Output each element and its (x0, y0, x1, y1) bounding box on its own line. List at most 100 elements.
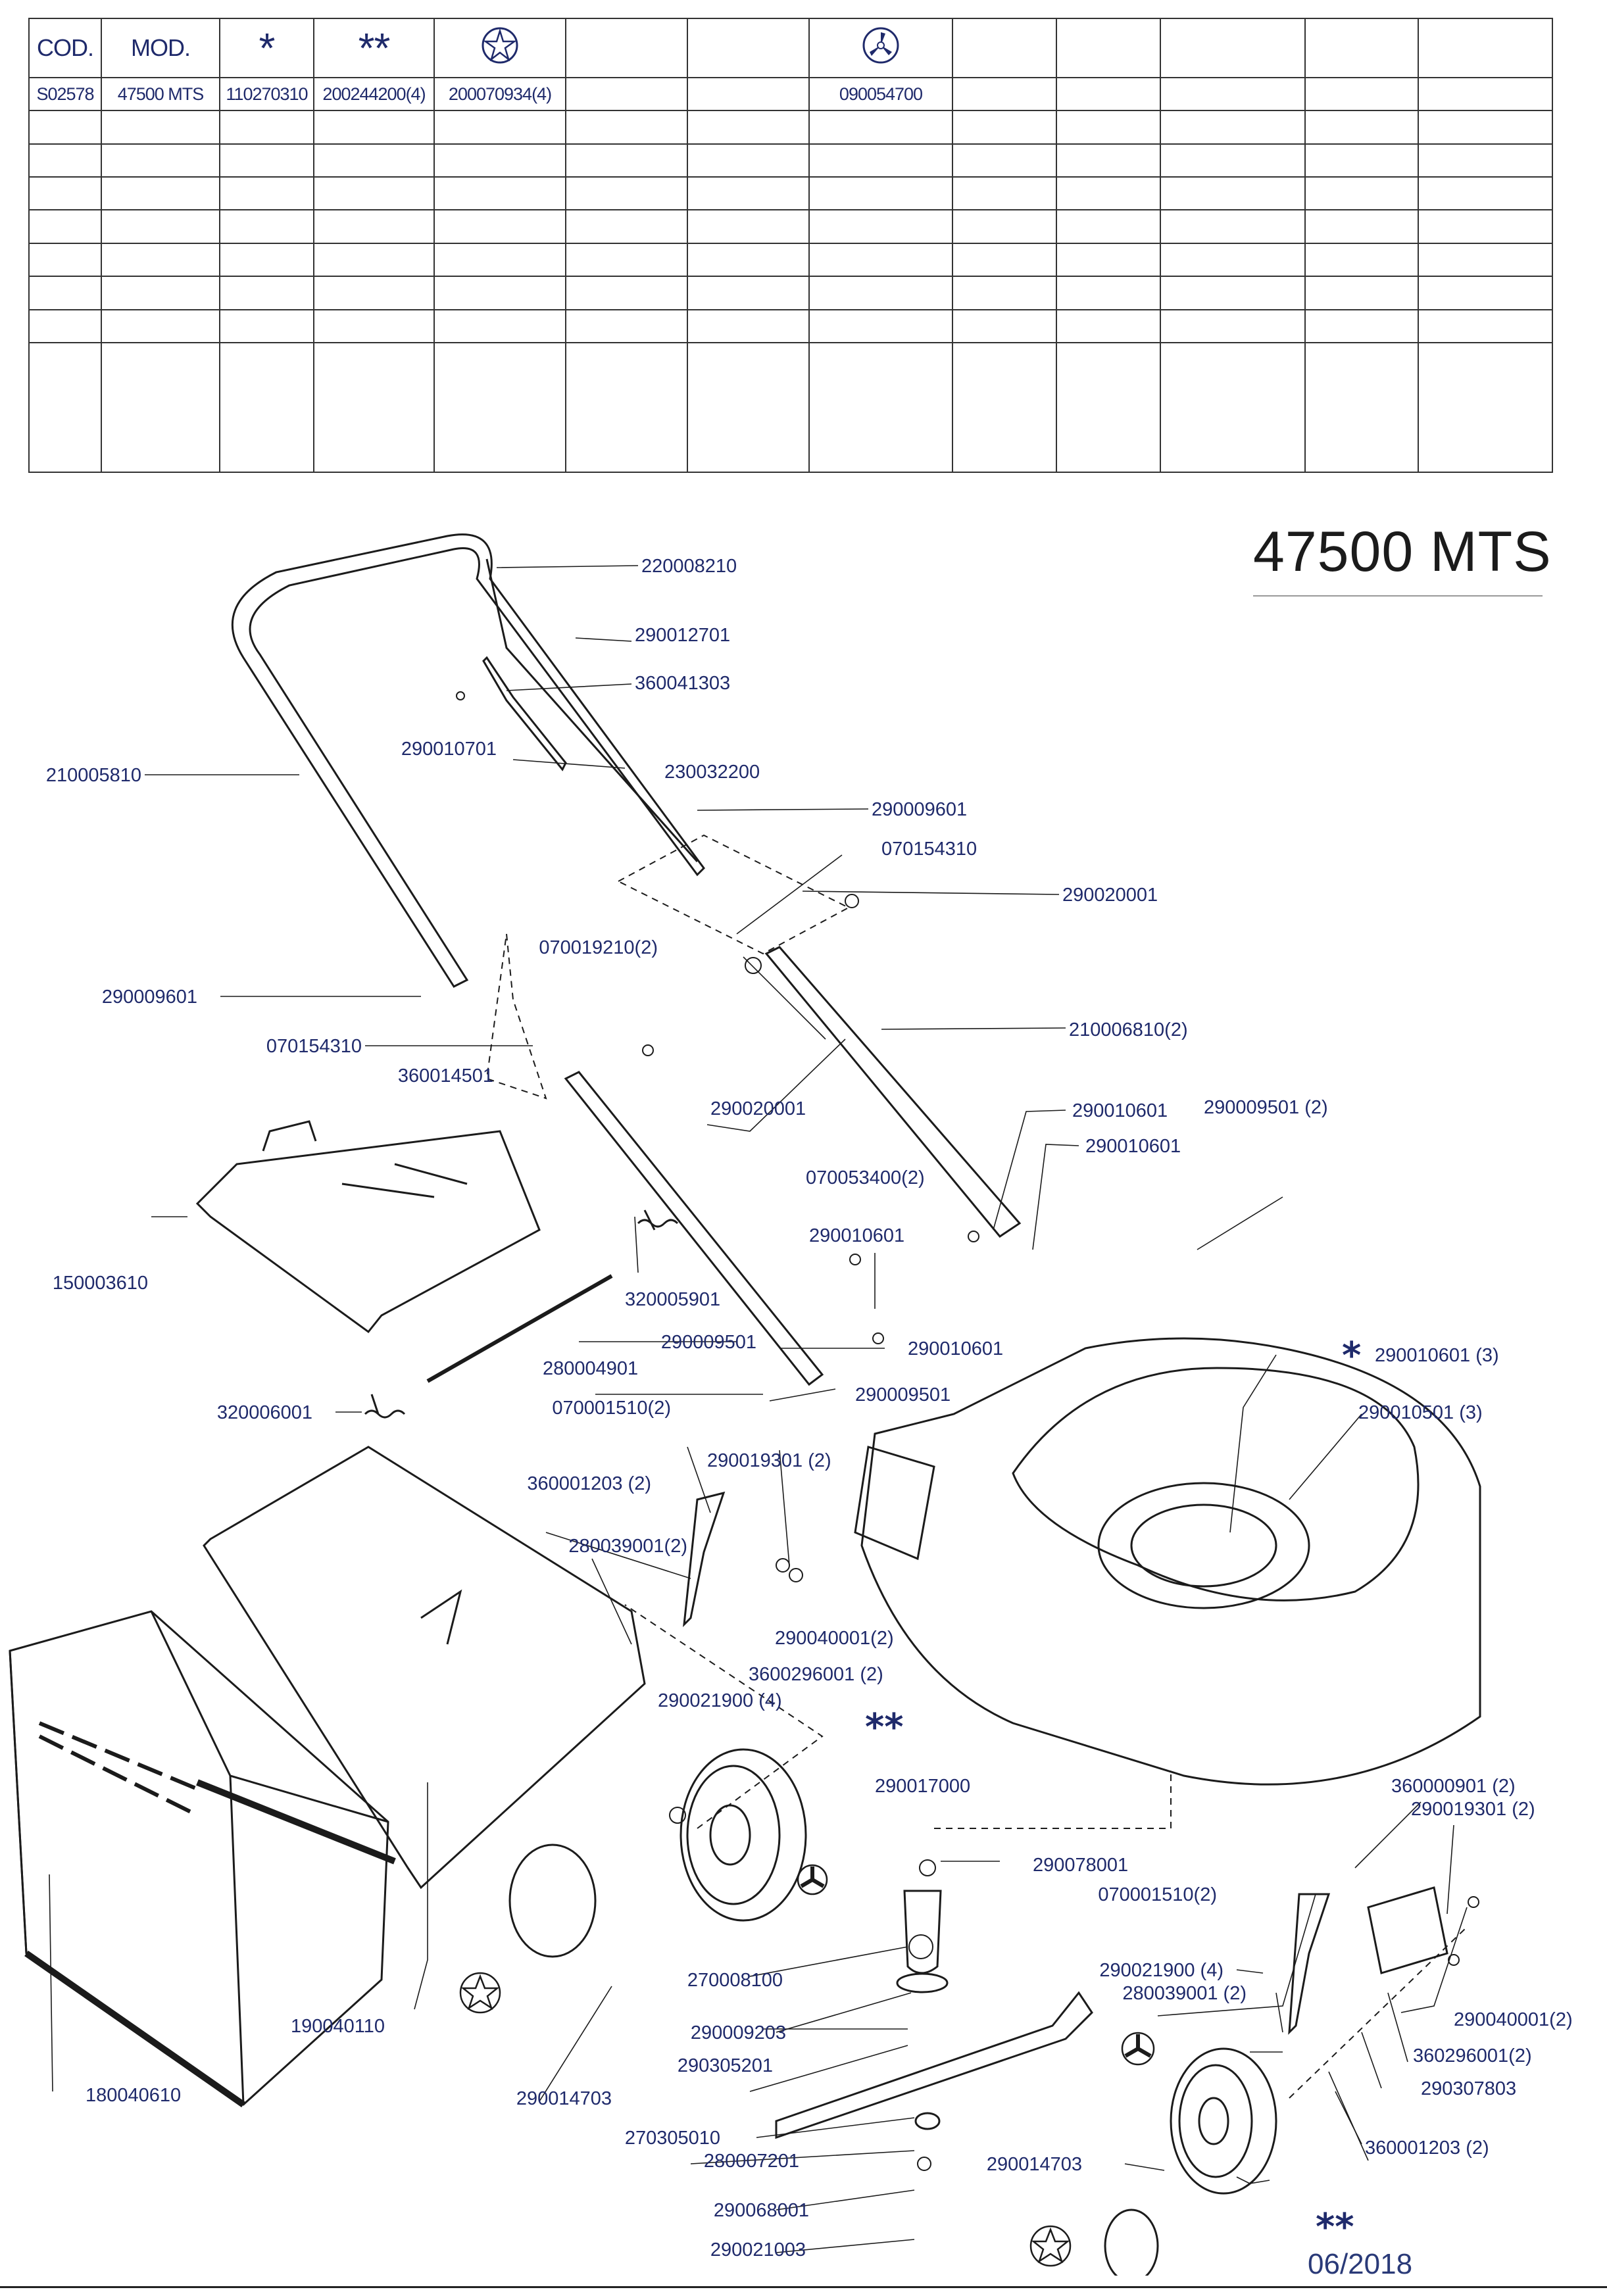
header-empty-10 (1056, 18, 1161, 78)
table-cell (101, 110, 220, 145)
table-cell (1304, 176, 1419, 211)
table-cell (433, 110, 566, 145)
table-cell (219, 110, 314, 145)
table-cell (313, 308, 435, 343)
table-cell (313, 341, 435, 474)
table-cell (687, 76, 810, 112)
header-empty-11 (1160, 18, 1306, 78)
table-cell (1056, 110, 1161, 145)
rear-flap-drawing (195, 1130, 541, 1334)
table-cell (952, 76, 1057, 112)
part-number-label: 290010701 (401, 739, 497, 760)
header-empty-7 (687, 18, 810, 78)
part-number-label: 290010601 (809, 1225, 904, 1246)
table-cell (28, 276, 102, 310)
table-cell (433, 209, 566, 244)
header-star-circle (433, 18, 566, 78)
upper-handle-drawing (231, 533, 705, 988)
part-number-label: 070154310 (266, 1036, 362, 1057)
table-cell (101, 341, 220, 474)
table-cell (808, 209, 953, 244)
part-number-label: 180040610 (86, 2085, 181, 2106)
part-number-label: 290305201 (678, 2055, 773, 2076)
table-cell (1056, 143, 1161, 178)
table-cell (433, 143, 566, 178)
table-cell: 200244200(4) (313, 76, 435, 112)
table-cell (808, 242, 953, 278)
table-cell (1418, 143, 1553, 178)
header-double-asterisk: ** (313, 18, 435, 78)
part-number-label: 210006810(2) (1069, 1019, 1188, 1040)
table-cell (101, 209, 220, 244)
blade-hub-icon (862, 27, 899, 63)
table-cell (1418, 209, 1553, 244)
height-adjuster-front-drawing (1288, 1893, 1331, 2035)
table-cell (219, 176, 314, 211)
table-cell (219, 143, 314, 178)
part-number-label: 290012701 (635, 625, 730, 646)
part-number-label: 360014501 (398, 1065, 493, 1087)
header-empty-13 (1418, 18, 1553, 78)
table-cell (313, 143, 435, 178)
part-number-label: 290021900 (4) (658, 1690, 782, 1711)
table-cell (1304, 209, 1419, 244)
table-cell (219, 341, 314, 474)
control-lever-drawing (482, 656, 567, 771)
part-number-label: 290009501 (2) (1204, 1097, 1328, 1118)
exploded-parts-diagram: 2200082102900127013600413032900107012300… (9, 533, 1573, 2276)
table-row (28, 242, 1553, 278)
part-number-label: 290021900 (4) (1099, 1960, 1224, 1981)
table-cell (565, 242, 688, 278)
part-number-label: 290020001 (1062, 885, 1158, 906)
table-cell (1304, 242, 1419, 278)
table-cell (1056, 341, 1161, 474)
part-number-label: 290010501 (3) (1358, 1402, 1483, 1423)
part-number-label: 320005901 (625, 1289, 720, 1310)
part-number-label: 150003610 (53, 1273, 148, 1294)
revision-date: 06/2018 (1308, 2248, 1413, 2280)
table-cell: 200070934(4) (433, 76, 566, 112)
deck-fastener-asterisk: * (1342, 1334, 1361, 1377)
part-number-label: 290040001(2) (1454, 2009, 1573, 2030)
part-number-label: 360041303 (635, 673, 730, 694)
header-single-asterisk: * (219, 18, 314, 78)
table-cell (808, 341, 953, 474)
table-cell (565, 110, 688, 145)
table-cell (1304, 341, 1419, 474)
rear-wheel-hub-icon (797, 1864, 828, 1895)
table-cell (687, 276, 810, 310)
front-hubcap-star-icon (1029, 2225, 1072, 2267)
table-cell (1160, 341, 1306, 474)
part-number-label: 190040110 (291, 2016, 385, 2037)
table-row (28, 110, 1553, 145)
part-number-label: 290019301 (2) (1411, 1799, 1535, 1820)
table-cell (1418, 76, 1553, 112)
table-cell (1418, 242, 1553, 278)
table-cell (433, 242, 566, 278)
table-cell (1418, 176, 1553, 211)
part-number-label: 290014703 (987, 2154, 1082, 2175)
table-cell (219, 276, 314, 310)
blade-adaptor-drawing (903, 1890, 942, 1974)
table-cell (1160, 242, 1306, 278)
table-cell (1056, 76, 1161, 112)
header-empty-12 (1304, 18, 1419, 78)
table-cell (565, 176, 688, 211)
table-cell: 090054700 (808, 76, 953, 112)
bottom-rule (0, 2286, 1607, 2288)
part-number-label: 070154310 (881, 839, 977, 860)
blade-drawing (775, 1991, 1093, 2139)
grass-bag-frame-drawing (203, 1446, 646, 1890)
lower-handle-right-drawing (764, 946, 1022, 1238)
table-cell (808, 143, 953, 178)
deflector-rod-drawing (426, 1274, 613, 1383)
table-cell (1418, 341, 1553, 474)
table-cell (952, 209, 1057, 244)
table-cell (687, 209, 810, 244)
star-circle-icon (482, 27, 518, 63)
table-cell (952, 176, 1057, 211)
table-row (28, 176, 1553, 211)
table-cell (1304, 143, 1419, 178)
table-cell (28, 176, 102, 211)
table-cell (219, 308, 314, 343)
